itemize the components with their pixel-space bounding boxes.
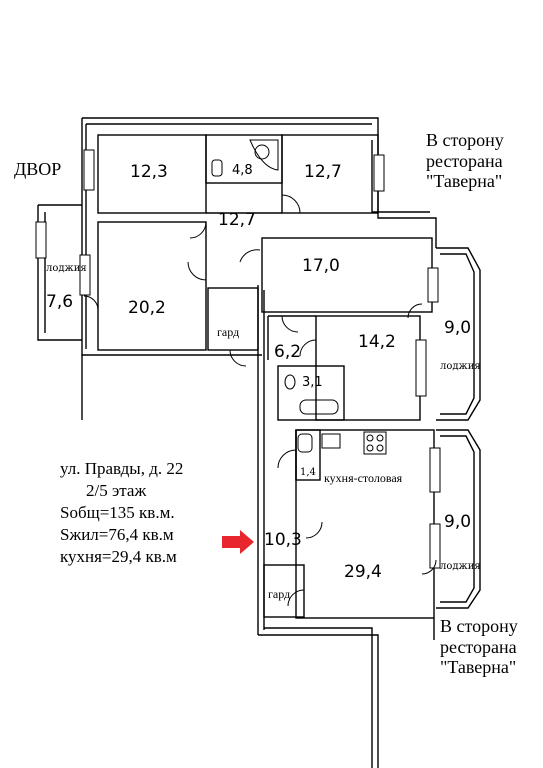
room-12-7-area: 12,7 bbox=[304, 162, 342, 182]
bath-4-8-area: 4,8 bbox=[232, 163, 253, 178]
entrance-arrow bbox=[222, 530, 254, 554]
floor: 2/5 этаж bbox=[86, 481, 147, 501]
apartment-info: ул. Правды, д. 22 2/5 этаж Sобщ=135 кв.м… bbox=[60, 458, 183, 568]
direction-bottom: В сторону ресторана "Таверна" bbox=[440, 616, 518, 678]
gard-top-label: гард bbox=[217, 325, 240, 339]
direction-top: В сторону ресторана "Таверна" bbox=[426, 130, 504, 192]
gard-bottom-label: гард bbox=[268, 587, 291, 601]
hall-12-7-area: 12,7 bbox=[218, 210, 256, 230]
hall-10-3-area: 10,3 bbox=[264, 530, 302, 550]
kitchen-label: кухня-столовая bbox=[324, 471, 403, 485]
direction-top-line-3: "Таверна" bbox=[426, 171, 503, 192]
room-20-2-area: 20,2 bbox=[128, 298, 166, 318]
direction-top-line-1: В сторону bbox=[426, 130, 504, 150]
kitchen-area: кухня=29,4 кв.м bbox=[60, 547, 177, 567]
loggia-left-label: лоджия bbox=[46, 263, 87, 274]
loggia-right-bottom-label: лоджия bbox=[440, 561, 481, 572]
loggia-9-0-bottom-area: 9,0 bbox=[444, 512, 472, 532]
kitchen-29-4-area: 29,4 bbox=[344, 562, 382, 582]
bath-3-1-area: 3,1 bbox=[302, 375, 323, 390]
living-area: Sжил=76,4 кв.м bbox=[60, 525, 174, 545]
address: ул. Правды, д. 22 bbox=[60, 459, 184, 478]
direction-bottom-line-2: ресторана bbox=[440, 636, 517, 657]
yard-label: ДВОР bbox=[14, 159, 62, 179]
room-14-2-area: 14,2 bbox=[358, 332, 396, 352]
direction-bottom-line-1: В сторону bbox=[440, 616, 518, 636]
room-6-2-area: 6,2 bbox=[274, 342, 302, 362]
room-12-3-area: 12,3 bbox=[130, 162, 168, 182]
direction-top-line-2: ресторана bbox=[426, 150, 503, 171]
room-17-0-area: 17,0 bbox=[302, 256, 340, 276]
direction-bottom-line-3: "Таверна" bbox=[440, 657, 517, 678]
wc-1-4-area: 1,4 bbox=[300, 467, 316, 478]
total-area: Sобщ=135 кв.м. bbox=[60, 503, 175, 523]
loggia-right-top-label: лоджия bbox=[440, 361, 481, 372]
loggia-7-6-area: 7,6 bbox=[46, 292, 74, 312]
loggia-9-0-top-area: 9,0 bbox=[444, 318, 472, 338]
